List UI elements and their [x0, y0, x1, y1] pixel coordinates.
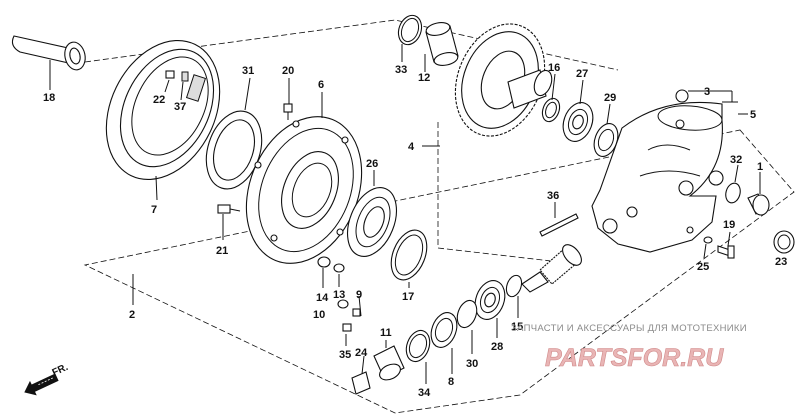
callout-23: 23 [775, 256, 787, 268]
callout-31: 31 [242, 65, 254, 77]
part-12-collar [425, 22, 459, 66]
callout-9: 9 [356, 289, 362, 301]
callout-25: 25 [697, 261, 709, 273]
callout-8: 8 [448, 376, 454, 388]
part-33-ring [397, 14, 423, 46]
front-direction-indicator: FR. [24, 362, 70, 396]
part-24-nut [351, 371, 371, 395]
part-28-bearing [474, 280, 506, 320]
callout-24: 24 [355, 347, 368, 359]
part-31-seal [205, 110, 263, 190]
callout-37: 37 [174, 101, 186, 113]
part-8-bearing [430, 312, 458, 348]
callout-10: 10 [313, 309, 325, 321]
callout-6: 6 [318, 79, 324, 91]
part-6-gear-cover [245, 116, 363, 264]
part-36-stud [539, 213, 579, 237]
part-7-brake-shoe [105, 39, 221, 181]
callout-13: 13 [333, 289, 345, 301]
part-26-bearing [346, 187, 398, 257]
part-23-cap [773, 230, 795, 254]
callout-32: 32 [730, 154, 742, 166]
part-17-snap-ring [390, 229, 428, 281]
callout-15: 15 [511, 321, 523, 333]
callout-21: 21 [216, 245, 228, 257]
callout-1: 1 [757, 161, 763, 173]
leader-lines [49, 44, 761, 384]
part-32-oring [725, 182, 741, 204]
small-fasteners [165, 70, 361, 332]
callout-2: 2 [129, 309, 135, 321]
callout-28: 28 [491, 341, 503, 353]
part-25-washer [703, 236, 713, 244]
part-19-bolt [717, 245, 735, 259]
callout-35: 35 [339, 349, 351, 361]
callout-29: 29 [604, 92, 616, 104]
callout-12: 12 [418, 72, 430, 84]
callout-11: 11 [380, 327, 392, 339]
callout-7: 7 [151, 204, 157, 216]
callout-27: 27 [576, 68, 588, 80]
front-arrow-icon [24, 373, 59, 396]
callout-5: 5 [750, 109, 756, 121]
callout-33: 33 [395, 64, 407, 76]
watermark: ЗАПЧАСТИ И АКСЕССУАРЫ ДЛЯ МОТОТЕХНИКИ PA… [511, 323, 747, 372]
callout-34: 34 [418, 387, 431, 399]
callout-3: 3 [704, 86, 710, 98]
watermark-logo: PARTSFOR.RU [545, 344, 724, 372]
part-34-ring [405, 329, 431, 363]
pinion-group-outline [437, 122, 561, 263]
callout-36: 36 [547, 190, 559, 202]
callout-17: 17 [402, 291, 414, 303]
callout-16: 16 [548, 62, 560, 74]
part-1-cap [747, 193, 770, 216]
callout-30: 30 [466, 358, 478, 370]
part-16-ring [541, 97, 561, 123]
final-drive-housing [591, 89, 724, 253]
callout-18: 18 [43, 92, 55, 104]
front-label: FR. [51, 362, 70, 379]
callout-14: 14 [316, 292, 329, 304]
pinion-gear [521, 244, 582, 293]
callout-26: 26 [366, 158, 378, 170]
callout-labels: 18 22 37 31 20 6 33 12 16 27 29 3 5 4 32… [43, 62, 787, 399]
callout-4: 4 [408, 141, 415, 153]
callout-22: 22 [153, 94, 165, 106]
watermark-caption: ЗАПЧАСТИ И АКСЕССУАРЫ ДЛЯ МОТОТЕХНИКИ [511, 323, 747, 334]
callout-19: 19 [723, 219, 735, 231]
callout-20: 20 [282, 65, 294, 77]
part-15-ring [505, 274, 523, 298]
ring-gear [454, 23, 553, 137]
part-18-sleeve [11, 35, 86, 71]
part-27-bearing [562, 102, 594, 142]
part-11-sleeve [373, 345, 405, 381]
part-30-ring [456, 299, 478, 329]
